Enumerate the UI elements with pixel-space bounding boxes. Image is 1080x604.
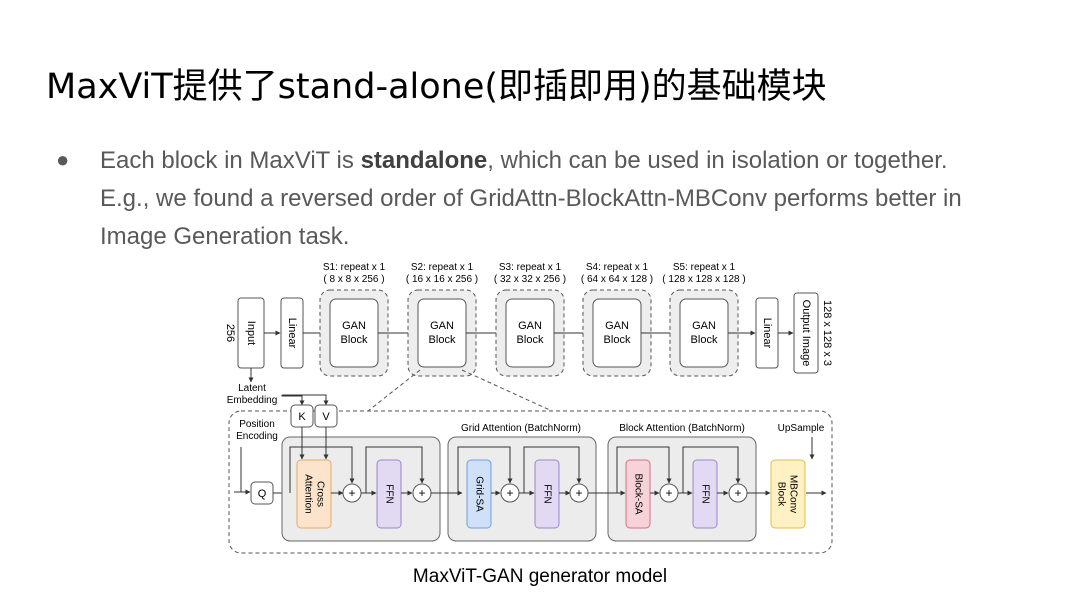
- grid-sa-box: [466, 459, 492, 529]
- stage-1-title: S1: repeat x 1: [323, 262, 386, 273]
- output-label: Output Image: [800, 300, 812, 367]
- cross-attention-box: [296, 459, 332, 529]
- gan-block-3-label-2: Block: [517, 334, 544, 346]
- stage-3-title: S3: repeat x 1: [499, 262, 562, 273]
- ffn-box-1-label: FFN: [383, 484, 394, 503]
- gan-block-5-label-1: GAN: [692, 320, 716, 332]
- stage-5-shape: ( 128 x 128 x 128 ): [662, 274, 745, 285]
- bullet-text: Each block in MaxViT is standalone, whic…: [100, 142, 1000, 256]
- output-dim: 128 x 128 x 3: [821, 300, 833, 366]
- gan-block-detail: [228, 410, 833, 554]
- latent-label-1: Latent: [238, 383, 266, 394]
- output-box: [793, 292, 819, 374]
- plus-3-sign: +: [506, 486, 513, 500]
- plus-6-sign: +: [734, 486, 741, 500]
- stage-2-shape: ( 16 x 16 x 256 ): [406, 274, 478, 285]
- mbconv-box: [770, 459, 806, 529]
- upsample-label: UpSample: [778, 423, 825, 434]
- input-dim: 256: [224, 324, 236, 342]
- stage-5-title: S5: repeat x 1: [673, 262, 736, 273]
- linear-label-out: Linear: [761, 318, 773, 349]
- grid-attention-title: Grid Attention (BatchNorm): [461, 423, 581, 434]
- slide-title: MaxViT提供了stand-alone(即插即用)的基础模块: [46, 67, 827, 107]
- input-label: Input: [245, 321, 257, 345]
- ffn-box-2-label: FFN: [541, 484, 552, 503]
- bullet-text-bold: standalone: [360, 147, 488, 174]
- stage-4-shape: ( 64 x 64 x 128 ): [581, 274, 653, 285]
- v-label: V: [322, 411, 330, 423]
- q-label: Q: [258, 488, 267, 500]
- bullet-dot: ●: [56, 147, 70, 172]
- plus-2-sign: +: [418, 486, 425, 500]
- grid-sa-box-label: Grid-SA: [473, 476, 484, 512]
- gan-block-2: [417, 298, 467, 368]
- cross-attention-label-2: Attention: [302, 474, 313, 513]
- plus-4-sign: +: [575, 486, 582, 500]
- stage-4-title: S4: repeat x 1: [586, 262, 649, 273]
- gan-block-2-label-1: GAN: [430, 320, 454, 332]
- diagram-caption: MaxViT-GAN generator model: [412, 566, 668, 587]
- plus-1-sign: +: [348, 486, 355, 500]
- gan-block-5-label-2: Block: [691, 334, 718, 346]
- bullet-text-pre: Each block in MaxViT is: [100, 147, 361, 174]
- block-attention-title: Block Attention (BatchNorm): [619, 423, 745, 434]
- ffn-box-2: [534, 459, 560, 529]
- k-label: K: [298, 411, 306, 423]
- gan-block-3-label-1: GAN: [518, 320, 542, 332]
- stage-3-shape: ( 32 x 32 x 256 ): [494, 274, 566, 285]
- ffn-box-1: [376, 459, 402, 529]
- gan-block-4-label-1: GAN: [605, 320, 629, 332]
- latent-label-2: Embedding: [227, 395, 278, 406]
- gan-block-4: [592, 298, 642, 368]
- mbconv-label-1: MBConv: [787, 475, 798, 513]
- gan-block-1-label-2: Block: [341, 334, 368, 346]
- stage-2-title: S2: repeat x 1: [411, 262, 474, 273]
- mbconv-label-2: Block: [775, 482, 786, 507]
- gan-block-4-label-2: Block: [604, 334, 631, 346]
- position-label-1: Position: [239, 419, 275, 430]
- ffn-box-3-label: FFN: [699, 484, 710, 503]
- gan-block-1: [329, 298, 379, 368]
- cross-attention-label-1: Cross: [314, 481, 325, 507]
- ffn-box-3: [692, 459, 718, 529]
- linear-label-in: Linear: [286, 318, 298, 349]
- gan-block-2-label-2: Block: [429, 334, 456, 346]
- gan-block-5: [679, 298, 729, 368]
- plus-5-sign: +: [665, 486, 672, 500]
- block-sa-box: [625, 459, 651, 529]
- gan-block-3: [505, 298, 555, 368]
- position-label-2: Encoding: [236, 431, 278, 442]
- gan-block-1-label-1: GAN: [342, 320, 366, 332]
- bullet-text-post: , which can be used in isolation or toge…: [100, 147, 962, 250]
- block-sa-box-label: Block-SA: [632, 473, 643, 514]
- stage-1-shape: ( 8 x 8 x 256 ): [323, 274, 384, 285]
